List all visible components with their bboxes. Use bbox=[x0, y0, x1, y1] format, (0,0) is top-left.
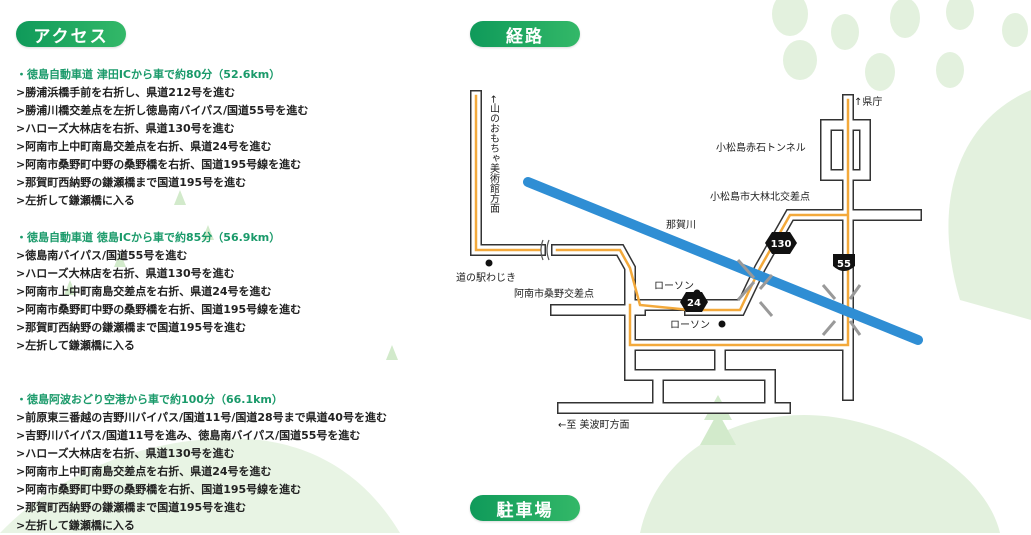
route-step: >勝浦川橋交差点を左折し徳島南バイパス/国道55号を進む bbox=[16, 104, 309, 117]
naka-river-line bbox=[523, 177, 923, 345]
route-step: >ハローズ大林店を右折、県道130号を進む bbox=[16, 122, 235, 135]
route-step: >左折して鎌瀬橋に入る bbox=[16, 339, 135, 352]
svg-text:130: 130 bbox=[771, 239, 792, 250]
route-step: >阿南市桑野町中野の桑野橋を右折、国道195号線を進む bbox=[16, 303, 302, 316]
route-step: >阿南市上中町南島交差点を右折、県道24号を進む bbox=[16, 140, 272, 153]
route-title: ・徳島阿波おどり空港から車で約100分（66.1km） bbox=[16, 393, 283, 406]
minami-direction-label: ←至 美波町方面 bbox=[558, 418, 630, 431]
route-step: >前原東三番越の吉野川バイパス/国道11号/国道28号まで県道40号を進む bbox=[16, 411, 387, 424]
access-heading: アクセス bbox=[16, 21, 126, 47]
route-step: >吉野川バイパス/国道11号を進み、徳島南バイパス/国道55号を進む bbox=[16, 429, 361, 442]
parking-heading: 駐車場 bbox=[470, 495, 580, 521]
svg-text:55: 55 bbox=[837, 259, 851, 270]
route-step: >勝浦浜橋手前を右折し、県道212号を進む bbox=[16, 86, 236, 99]
lawson-label: ローソン bbox=[670, 320, 710, 331]
route-55-badge: 55 bbox=[833, 254, 855, 271]
lawson-marker bbox=[718, 320, 726, 328]
route-heading: 経路 bbox=[470, 21, 580, 47]
kuwano-intersection-label: 阿南市桑野交差点 bbox=[514, 287, 594, 300]
kencho-label: ↑県庁 bbox=[854, 95, 882, 108]
route-130-badge: 130 bbox=[765, 232, 797, 254]
omori-intersection-label: 小松島市大林北交差点 bbox=[710, 190, 810, 203]
route-step: >阿南市上中町南島交差点を右折、県道24号を進む bbox=[16, 465, 272, 478]
tunnel-label: 小松島赤石トンネル bbox=[716, 141, 806, 154]
route-title: ・徳島自動車道 徳島ICから車で約85分（56.9km） bbox=[16, 231, 281, 244]
route-step: >徳島南バイパス/国道55号を進む bbox=[16, 249, 188, 262]
route-step: >那賀町西納野の鎌瀬橋まで国道195号を進む bbox=[16, 176, 247, 189]
naka-river-label: 那賀川 bbox=[666, 219, 696, 231]
left-direction-label: ←山のおもちゃ美術館方面 bbox=[488, 95, 500, 214]
route-step: >ハローズ大林店を右折、県道130号を進む bbox=[16, 447, 235, 460]
svg-text:24: 24 bbox=[687, 298, 701, 309]
route-step: >那賀町西納野の鎌瀬橋まで国道195号を進む bbox=[16, 501, 247, 514]
route-map: 24 130 55 ←山のおもちゃ美術館方面 道の駅わじき 阿南市桑野交差点 ロ… bbox=[456, 90, 923, 431]
route-step: >ハローズ大林店を右折、県道130号を進む bbox=[16, 267, 235, 280]
route-step: >阿南市上中町南島交差点を右折、県道24号を進む bbox=[16, 285, 272, 298]
route-step: >左折して鎌瀬橋に入る bbox=[16, 519, 135, 532]
lawson-label: ローソン bbox=[654, 281, 694, 292]
route-step: >阿南市桑野町中野の桑野橋を右折、国道195号線を進む bbox=[16, 158, 302, 171]
route-title: ・徳島自動車道 津田ICから車で約80分（52.6km） bbox=[16, 68, 281, 81]
michi-no-eki-label: 道の駅わじき bbox=[456, 271, 516, 284]
route-tokushima-ic: ・徳島自動車道 徳島ICから車で約85分（56.9km） >徳島南バイパス/国道… bbox=[16, 229, 301, 355]
route-airport: ・徳島阿波おどり空港から車で約100分（66.1km） >前原東三番越の吉野川バ… bbox=[16, 391, 387, 535]
route-step: >左折して鎌瀬橋に入る bbox=[16, 194, 135, 207]
route-step: >阿南市桑野町中野の桑野橋を右折、国道195号線を進む bbox=[16, 483, 302, 496]
route-step: >那賀町西納野の鎌瀬橋まで国道195号を進む bbox=[16, 321, 247, 334]
route-tsuda-ic: ・徳島自動車道 津田ICから車で約80分（52.6km） >勝浦浜橋手前を右折し… bbox=[16, 66, 308, 210]
michi-no-eki-marker bbox=[485, 259, 493, 267]
route-24-badge: 24 bbox=[680, 292, 708, 312]
